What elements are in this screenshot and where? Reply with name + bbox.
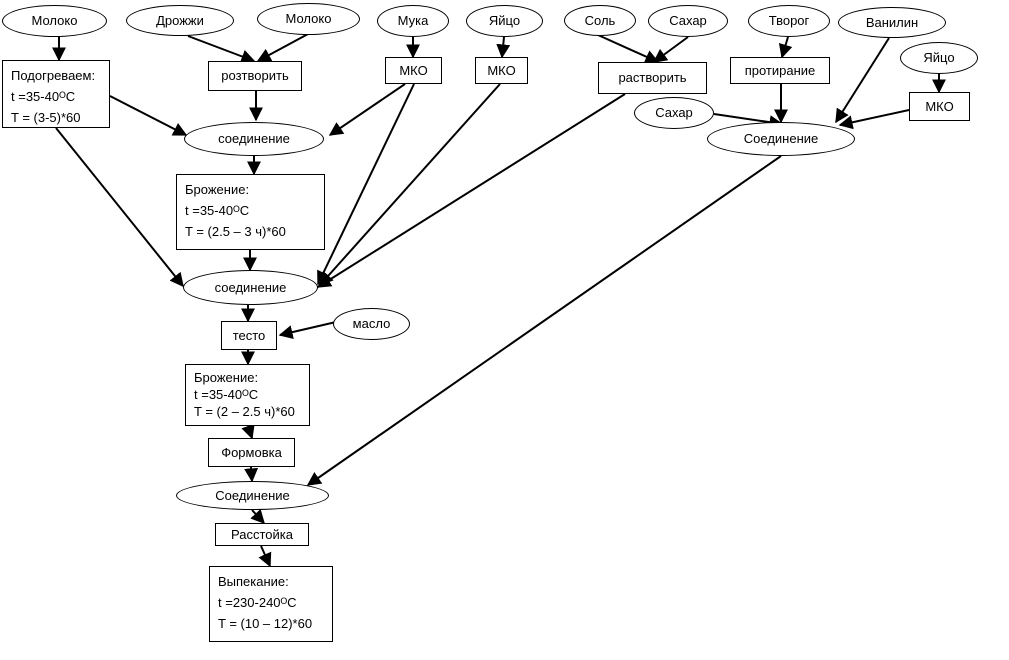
arrow-salt-to-dissolve2	[597, 34, 660, 64]
join-node-right: Соединение	[707, 122, 855, 156]
ingredient-sugar: Сахар	[648, 5, 728, 37]
ingredient-vanillin: Ванилин	[838, 7, 946, 38]
ingredient-egg: Яйцо	[466, 5, 543, 37]
heating-time: T = (3-5)*60	[11, 110, 81, 125]
proofing-step: Расстойка	[215, 523, 309, 546]
join-node-1: соединение	[184, 122, 324, 156]
fermentation-1-time: T = (2.5 – 3 ч)*60	[185, 224, 286, 239]
baking-title: Выпекание:	[218, 574, 289, 589]
ingredient-salt: Соль	[564, 5, 636, 36]
arrow-butter-to-dough	[278, 321, 337, 339]
arrow-heat-to-join2	[55, 127, 184, 288]
baking-temperature: t =230-240ᴼC	[218, 595, 297, 610]
grinding-step: протирание	[730, 57, 830, 84]
ingredient-butter: масло	[333, 308, 410, 340]
arrow-mko2-to-join2	[319, 83, 501, 287]
dissolve-step-2: растворить	[598, 62, 707, 94]
ingredient-curd: Творог	[748, 5, 830, 37]
baking-time: T = (10 – 12)*60	[218, 616, 313, 631]
arrow-dissolve2-to-join2	[316, 93, 626, 288]
ingredient-sugar-2: Сахар	[634, 97, 714, 129]
arrow-forming-to-join3	[244, 466, 259, 483]
dissolve-step: розтворить	[208, 61, 302, 91]
arrow-vanillin-to-join-right	[835, 37, 890, 124]
ingredient-milk-2: Молоко	[257, 3, 360, 35]
arrow-heat-to-join1	[109, 95, 188, 136]
baking-step: Выпекание: t =230-240ᴼC T = (10 – 12)*60	[209, 566, 333, 642]
heating-step: Подогреваем: t =35-40ᴼC T = (3-5)*60	[2, 60, 110, 128]
fermentation-1-temperature: t =35-40ᴼC	[185, 203, 250, 218]
ingredient-egg-2: Яйцо	[900, 42, 978, 74]
fermentation-step-1: Брожение: t =35-40ᴼC T = (2.5 – 3 ч)*60	[176, 174, 325, 250]
arrow-join-right-to-join3	[306, 155, 782, 486]
arrow-ferment2-to-forming	[241, 423, 255, 440]
forming-step: Формовка	[208, 438, 295, 467]
fermentation-2-temperature: t =35-40ᴼC	[194, 387, 259, 402]
ingredient-yeast: Дрожжи	[126, 5, 234, 36]
ingredient-flour: Мука	[377, 5, 449, 37]
fermentation-2-title: Брожение:	[194, 370, 259, 385]
arrow-yeast-to-dissolve	[187, 35, 256, 64]
arrow-milk2-to-dissolve	[256, 33, 309, 62]
fermentation-2-time: T = (2 – 2.5 ч)*60	[194, 404, 295, 419]
arrow-sugar1-to-dissolve2	[652, 36, 689, 63]
fermentation-1-title: Брожение:	[185, 182, 250, 197]
arrow-egg1-to-mko2	[496, 36, 511, 59]
arrow-mko1-to-join2	[317, 83, 415, 286]
fermentation-step-2: Брожение: t =35-40ᴼC T = (2 – 2.5 ч)*60	[185, 364, 310, 426]
arrow-mko3-to-join-right	[838, 109, 910, 130]
arrow-proofing-to-bake	[258, 545, 272, 568]
ingredient-milk: Молоко	[2, 5, 107, 37]
heating-title: Подогреваем:	[11, 68, 96, 83]
mko-flour-step: МКО	[385, 57, 442, 84]
mko-egg-step: МКО	[475, 57, 528, 84]
join-node-3: Соединение	[176, 481, 329, 510]
dough-step: тесто	[221, 321, 277, 350]
arrow-join3-to-proofing	[250, 508, 265, 525]
arrow-curd-to-grinding	[778, 36, 793, 59]
arrow-mko1-to-join1	[328, 83, 406, 136]
heating-temperature: t =35-40ᴼC	[11, 89, 76, 104]
join-node-2: соединение	[183, 270, 318, 305]
mko-egg-step-2: МКО	[909, 92, 970, 121]
